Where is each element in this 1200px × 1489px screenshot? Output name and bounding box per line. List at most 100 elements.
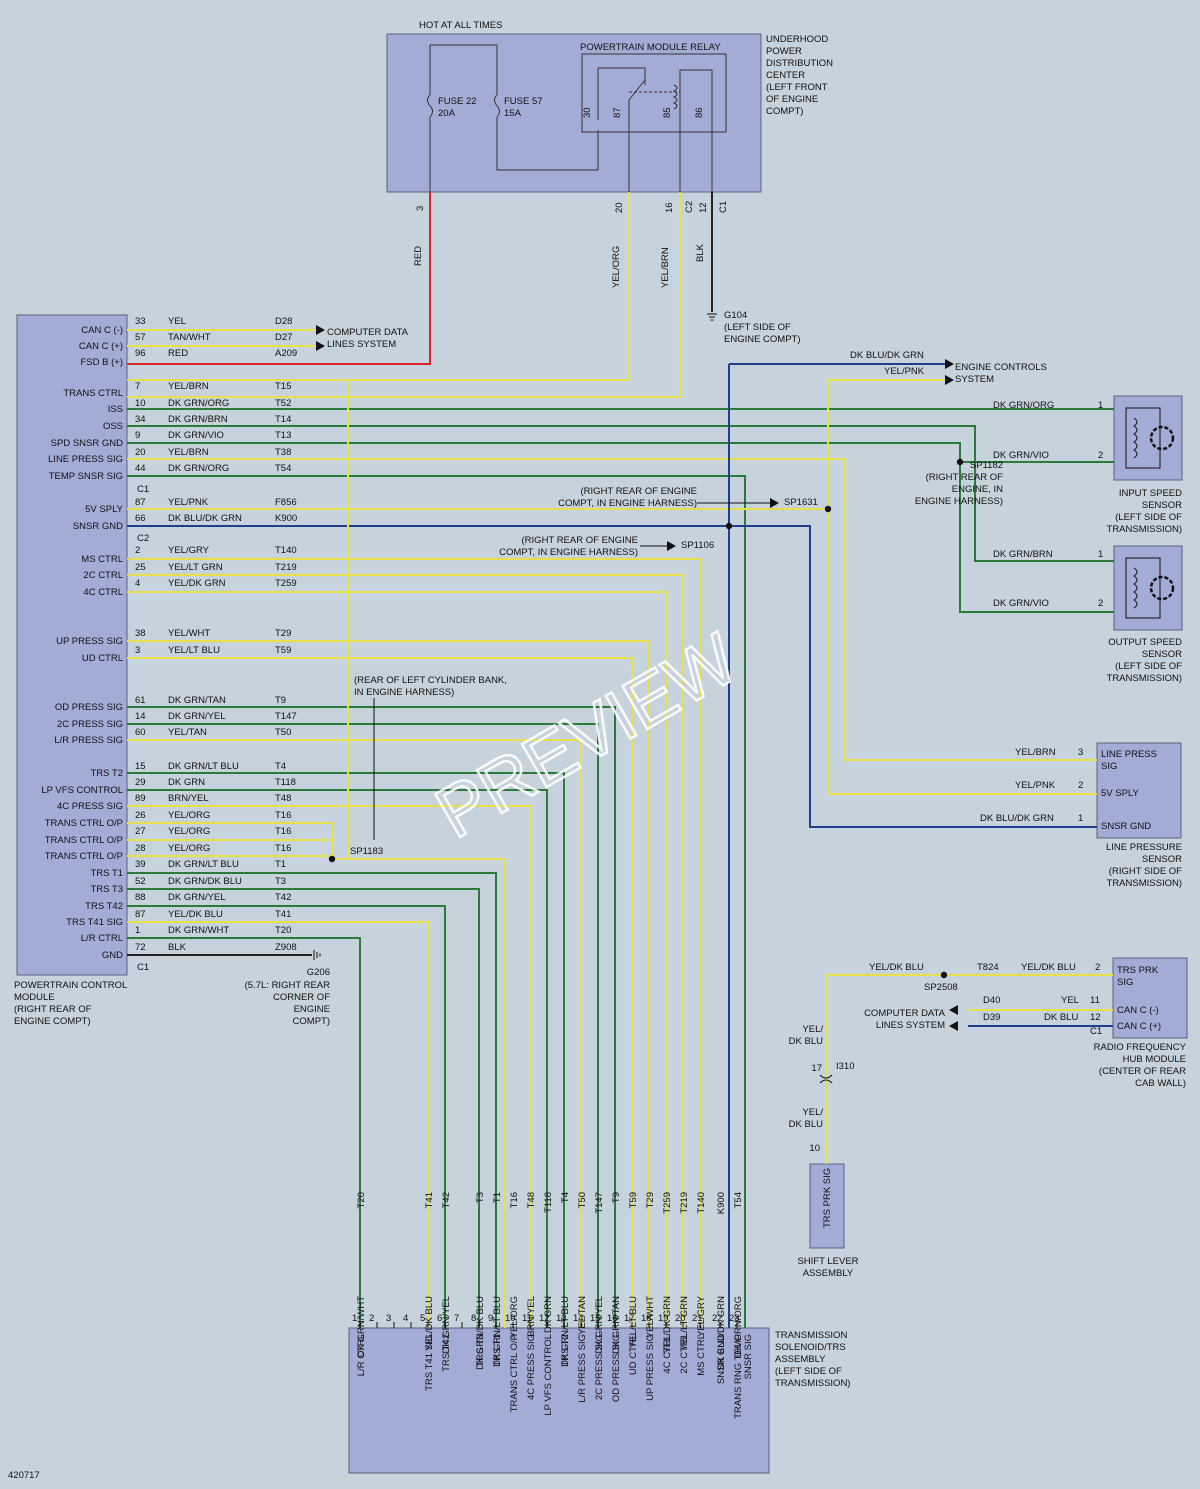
pcm-pin-number: 26 bbox=[135, 810, 146, 821]
rfh-label-can-minus: CAN C (-) bbox=[1117, 1005, 1159, 1016]
tsa-pin-label: TRANS RNG TEMP bbox=[733, 1334, 744, 1419]
tsa-pin-number: 1 bbox=[352, 1313, 357, 1324]
tsa-circuit-id: T59 bbox=[628, 1192, 639, 1208]
pcm-wire-color: DK BLU/DK GRN bbox=[168, 513, 242, 524]
arrow-can-minus bbox=[316, 325, 325, 335]
pcm-pin-label: 2C CTRL bbox=[83, 570, 123, 581]
tsa-wire-color: DK GRN/LT BLU bbox=[492, 1296, 503, 1367]
pcm-pin-number: 34 bbox=[135, 414, 146, 425]
pcm-wire-color: YEL/BRN bbox=[168, 381, 209, 392]
tsa-wire-color: DK BLU/DK GRN bbox=[716, 1296, 727, 1370]
pcm-wire-color: BRN/YEL bbox=[168, 793, 209, 804]
pcm-pin-label: 4C CTRL bbox=[83, 587, 123, 598]
g206-desc: ENGINE bbox=[294, 1004, 330, 1015]
pcm-circuit-id: D27 bbox=[275, 332, 292, 343]
wire-pcm-tsa bbox=[127, 872, 497, 1328]
pcm-wire-color: YEL bbox=[168, 316, 186, 327]
pcm-circuit-id: D28 bbox=[275, 316, 292, 327]
lps-sig-label: LINE PRESS bbox=[1101, 749, 1157, 760]
shift-conn-i310: I310 bbox=[836, 1061, 855, 1072]
pcm-pin-number: 39 bbox=[135, 859, 146, 870]
wire-yelbrn-pdc bbox=[127, 192, 681, 398]
pcm-wire-color: YEL/GRY bbox=[168, 545, 210, 556]
pcm-pin-number: 3 bbox=[135, 645, 140, 656]
tsa-wire-color: YEL/DK GRN bbox=[662, 1296, 673, 1354]
tsa-pin-number: 12 bbox=[539, 1313, 550, 1324]
lps-wire-3: YEL/BRN bbox=[1015, 747, 1056, 758]
pcm-circuit-id: T3 bbox=[275, 876, 286, 887]
oss-pin-2: 2 bbox=[1098, 598, 1103, 609]
shift-desc: SHIFT LEVER bbox=[797, 1256, 858, 1267]
tsa-pin-number: 15 bbox=[590, 1313, 601, 1324]
pcm-pin-label: TRS T1 bbox=[90, 868, 123, 879]
wire-pcm-tsa bbox=[127, 888, 480, 1328]
tsa-circuit-id: T4 bbox=[560, 1192, 571, 1203]
pcm-circuit-id: T147 bbox=[275, 711, 297, 722]
pcm-desc: ENGINE COMPT) bbox=[14, 1016, 91, 1027]
tsa-wire-color: DK GRN bbox=[543, 1296, 554, 1333]
pcm-pin-label: SNSR GND bbox=[73, 521, 123, 532]
arrow-rfh-2 bbox=[949, 1021, 958, 1031]
relay-pin-85: 85 bbox=[662, 107, 673, 118]
pdc-conn-c2: C2 bbox=[684, 201, 695, 213]
fuse57-label: FUSE 57 bbox=[504, 96, 543, 107]
wire-pcm-tsa bbox=[127, 574, 684, 1328]
pdc-wire-yelorg: YEL/ORG bbox=[611, 246, 622, 288]
computer-data-label: LINES SYSTEM bbox=[327, 339, 396, 350]
shift-pin-17: 17 bbox=[811, 1063, 822, 1074]
tsa-wire-color: DK GRN/LT BLU bbox=[560, 1296, 571, 1367]
wire-pcm-tsa bbox=[127, 772, 565, 1328]
tsa-circuit-id: K900 bbox=[716, 1192, 727, 1214]
pcm-desc: MODULE bbox=[14, 992, 55, 1003]
tsa-pin-label: 4C CTRL bbox=[662, 1334, 673, 1374]
tsa-pin-label: TRS T1 bbox=[492, 1334, 503, 1367]
pcm-wire-color: YEL/DK BLU bbox=[168, 909, 223, 920]
pcm-circuit-id: F856 bbox=[275, 497, 297, 508]
sp1106-dot bbox=[725, 522, 733, 530]
pcm-circuit-id: T16 bbox=[275, 810, 291, 821]
mark-layer bbox=[313, 313, 1175, 1328]
pcm-pin-label: MS CTRL bbox=[81, 554, 123, 565]
tsa-desc: ASSEMBLY bbox=[775, 1354, 826, 1365]
fuse-symbols bbox=[427, 94, 500, 118]
rfh-circuit-t824: T824 bbox=[977, 962, 999, 973]
tsa-pin-number: 20 bbox=[675, 1313, 686, 1324]
oss-desc: OUTPUT SPEED bbox=[1108, 637, 1182, 648]
rfh-desc: CAB WALL) bbox=[1135, 1078, 1186, 1089]
sp1182-label: (RIGHT REAR OF bbox=[926, 472, 1004, 483]
ec-wire-2: YEL/PNK bbox=[884, 366, 925, 377]
tsa-pin-number: 22 bbox=[712, 1313, 723, 1324]
tsa-wire-color: YEL/LT BLU bbox=[628, 1296, 639, 1348]
pdc-hot-label: HOT AT ALL TIMES bbox=[419, 20, 502, 31]
pdc-desc: DISTRIBUTION bbox=[766, 58, 833, 69]
pdc-pin-12: 12 bbox=[698, 202, 709, 213]
pcm-pin-label: L/R CTRL bbox=[81, 933, 123, 944]
pcm-wire-color: DK GRN/BRN bbox=[168, 414, 228, 425]
pcm-pin-label: L/R PRESS SIG bbox=[54, 735, 123, 746]
lps-sig-label-2: SIG bbox=[1101, 761, 1117, 772]
pcm-pin-label: OSS bbox=[103, 421, 123, 432]
pcm-wire-color: DK GRN/YEL bbox=[168, 892, 226, 903]
sp1183-dot bbox=[328, 855, 336, 863]
pcm-pin-number: 66 bbox=[135, 513, 146, 524]
g206-label: G206 bbox=[307, 967, 330, 978]
fuse22-label: 20A bbox=[438, 108, 456, 119]
oss-wire-2: DK GRN/VIO bbox=[993, 598, 1049, 609]
pcm-wire-color: DK GRN/WHT bbox=[168, 925, 229, 936]
sp1106-desc: (RIGHT REAR OF ENGINE bbox=[522, 535, 638, 546]
pcm-circuit-id: T38 bbox=[275, 447, 291, 458]
tsa-circuit-id: T41 bbox=[424, 1192, 435, 1208]
sp1182-dot bbox=[956, 458, 964, 466]
rfh-pin-11: 11 bbox=[1090, 995, 1100, 1006]
wire-pcm-tsa bbox=[127, 789, 548, 1328]
tsa-pin-number: 11 bbox=[522, 1313, 532, 1324]
sp1106-label: SP1106 bbox=[681, 540, 714, 551]
wire-pcm-tsa bbox=[127, 921, 429, 1328]
pdc-desc: (LEFT FRONT bbox=[766, 82, 828, 93]
wire-pcm-tsa bbox=[127, 805, 531, 1328]
tsa-pin-number: 16 bbox=[607, 1313, 618, 1324]
pcm-circuit-id: T118 bbox=[275, 777, 296, 788]
tsa-pin-label: 4C PRESS SIG bbox=[526, 1334, 537, 1400]
arrow-ec-1 bbox=[945, 359, 954, 369]
